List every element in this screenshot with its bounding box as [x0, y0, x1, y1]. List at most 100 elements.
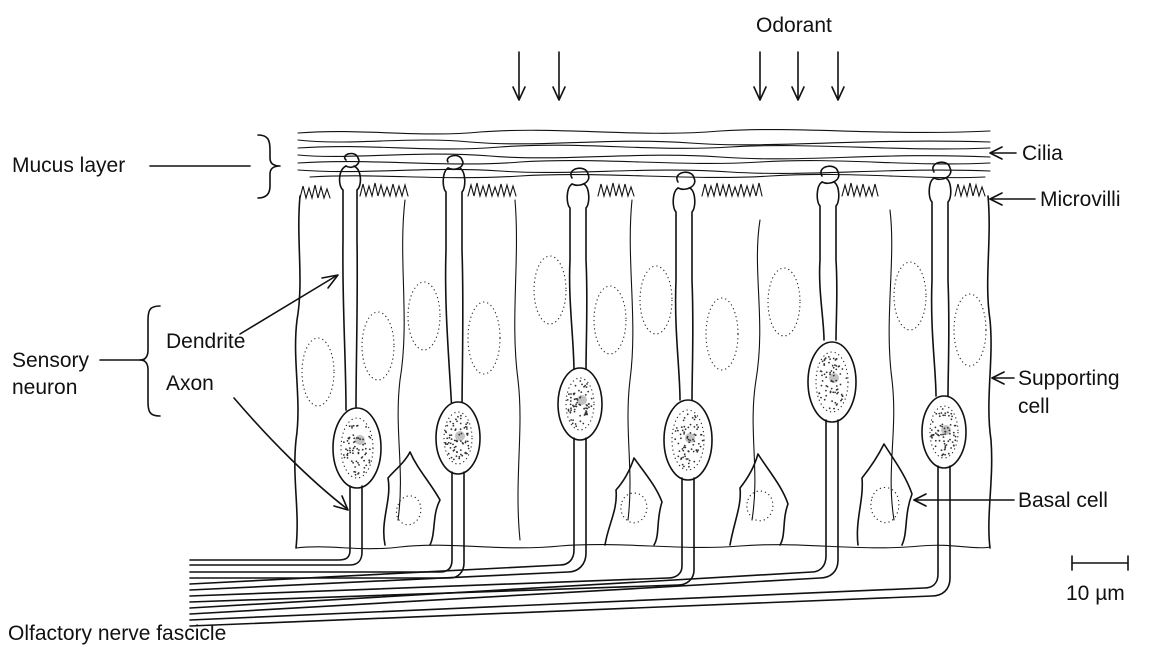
nucleus-stipple: [684, 417, 686, 419]
nucleus-stipple: [467, 445, 469, 447]
mucus-layer-brace: [258, 135, 280, 198]
nucleus-stipple: [677, 456, 679, 458]
scale-bar-label: 10 µm: [1066, 582, 1125, 605]
nucleus-stipple: [591, 398, 593, 400]
nucleus-stipple: [826, 371, 828, 373]
microvilli-fringe: [300, 183, 985, 198]
nucleus-stipple: [365, 465, 367, 467]
nucleus-stipple: [586, 404, 588, 406]
nucleus-stipple: [362, 449, 364, 451]
nucleus-stipple: [697, 426, 699, 428]
nucleus-stipple: [688, 441, 690, 443]
nucleus-stipple: [680, 458, 682, 460]
nucleus-stipple: [466, 428, 468, 430]
nucleus-stipple: [361, 457, 363, 459]
nucleus-stipple: [682, 448, 684, 450]
sensory-neuron-brace: [140, 306, 160, 416]
nucleus-stipple: [829, 374, 831, 376]
nucleus-stipple: [942, 408, 944, 410]
nucleus-stipple: [353, 437, 355, 439]
nucleus-stipple: [828, 356, 830, 358]
nucleus-stipple: [701, 434, 703, 436]
nucleus-stipple: [822, 361, 824, 363]
nucleus-stipple: [364, 467, 366, 469]
nucleus-stipple: [343, 441, 345, 443]
nucleus-stipple: [364, 443, 366, 445]
nucleus-stipple: [947, 412, 949, 414]
nucleus-stipple: [953, 445, 955, 447]
nucleus-stipple: [576, 402, 578, 404]
scale-bar: [1072, 556, 1128, 570]
nucleus-stipple: [833, 358, 835, 360]
nucleus-stipple: [570, 400, 572, 402]
nucleus-stipple: [836, 393, 838, 395]
nucleus-stipple: [947, 427, 949, 429]
nucleus-stipple: [953, 434, 955, 436]
nucleus-stipple: [680, 434, 682, 436]
nucleus-stipple: [955, 436, 957, 438]
nucleus-stipple: [356, 448, 358, 450]
nucleus-stipple: [682, 450, 684, 452]
nucleus-stipple: [943, 440, 945, 442]
nucleus-stipple: [676, 427, 678, 429]
nucleus-stipple: [687, 436, 689, 438]
nucleus-stipple: [591, 405, 593, 407]
nucleus-stipple: [349, 450, 351, 452]
nucleus-stipple: [349, 447, 351, 449]
nucleus-stipple: [688, 439, 690, 441]
nucleus-stipple: [465, 440, 467, 442]
nucleus-stipple: [344, 457, 346, 459]
nucleus-stipple: [941, 412, 943, 414]
nucleus-stipple: [938, 430, 940, 432]
neuron-nuclei: [341, 352, 958, 478]
nucleus-stipple: [462, 443, 464, 445]
nucleus-stipple: [579, 415, 581, 417]
nucleus-stipple: [347, 457, 349, 459]
nucleus-stipple: [838, 366, 840, 368]
nucleus-stipple: [695, 434, 697, 436]
nucleus-stipple: [683, 420, 685, 422]
nucleus-stipple: [697, 451, 699, 453]
nucleus-stipple: [365, 448, 367, 450]
nucleus-stipple: [575, 425, 577, 427]
nucleus-stipple: [345, 448, 347, 450]
nucleus-stipple: [696, 428, 698, 430]
nucleus-stipple: [677, 430, 679, 432]
nucleus-stipple: [343, 454, 345, 456]
nucleus-stipple: [684, 455, 686, 457]
nucleus-stipple: [949, 433, 951, 435]
nucleus-stipple: [821, 385, 823, 387]
nucleus-stipple: [585, 394, 587, 396]
nucleus-stipple: [824, 360, 826, 362]
nucleus-stipple: [351, 425, 353, 427]
nucleus-stipple: [356, 437, 358, 439]
sensory-neuron: [190, 168, 602, 590]
nucleus-stipple: [680, 437, 682, 439]
dendrite-label: Dendrite: [166, 330, 245, 353]
nucleus-stipple: [689, 440, 691, 442]
nucleus-stipple: [461, 455, 463, 457]
cilia-label: Cilia: [1022, 142, 1063, 165]
nucleus-stipple: [572, 419, 574, 421]
nucleus-stipple: [446, 425, 448, 427]
nucleus-stipple: [840, 400, 842, 402]
nucleus-stipple: [368, 436, 370, 438]
nucleus-stipple: [588, 406, 590, 408]
nucleus-stipple: [582, 423, 584, 425]
nucleus-stipple: [451, 428, 453, 430]
sensory-neuron: [190, 156, 480, 578]
nucleus-stipple: [932, 434, 934, 436]
nucleus-stipple: [584, 414, 586, 416]
nucleus-stipple: [833, 408, 835, 410]
nucleus-stipple: [842, 368, 844, 370]
odorant-arrows: [513, 52, 844, 100]
nucleus-stipple: [460, 440, 462, 442]
nucleus-stipple: [935, 432, 937, 434]
supporting-cell-arrow: [992, 372, 1014, 384]
mucus-layer-label: Mucus layer: [12, 154, 125, 177]
nucleus-stipple: [448, 442, 450, 444]
epithelium-left-edge: [295, 196, 300, 548]
nucleus-stipple: [573, 393, 575, 395]
nucleus-stipple: [576, 406, 578, 408]
nucleus-stipple: [454, 440, 456, 442]
